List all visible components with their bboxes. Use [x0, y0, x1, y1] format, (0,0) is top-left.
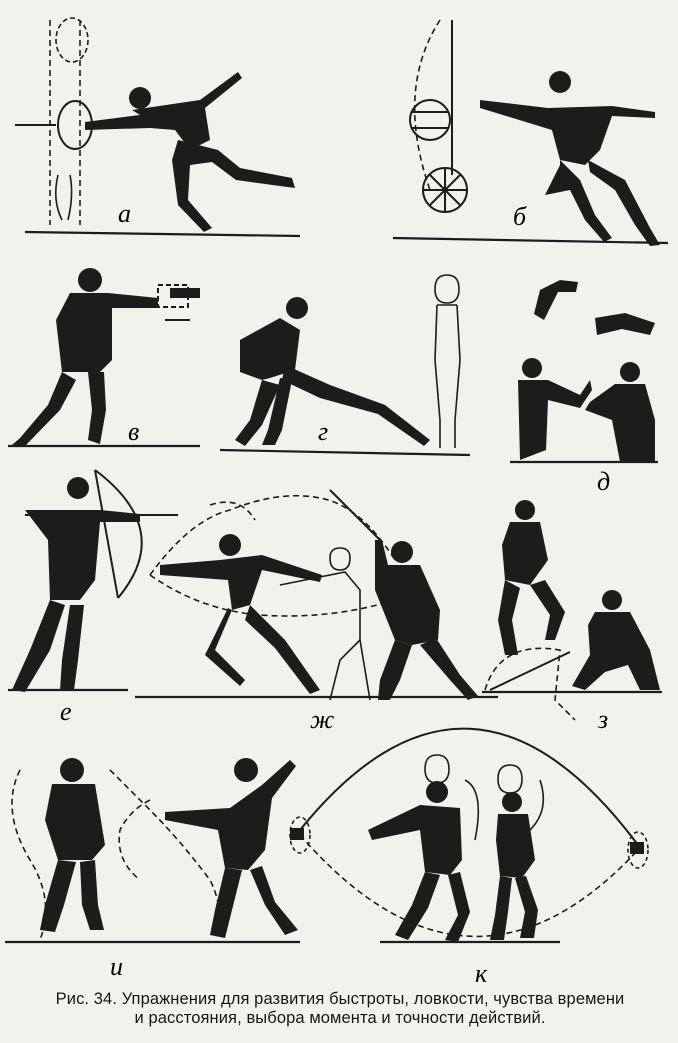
panel-label-g: г [318, 417, 328, 446]
fencers-movement-trace-icon [40, 758, 298, 938]
panel-label-i: и [110, 952, 123, 981]
exercise-figure: .sil { fill: #1c1c1c; } .ghost { fill: n… [5, 17, 669, 988]
panel-label-d: д [597, 467, 610, 496]
panel-zh [135, 489, 498, 701]
panel-v [8, 268, 200, 448]
fighter-catching-falling-partner-icon [235, 297, 430, 446]
panel-label-zh: ж [310, 705, 334, 734]
boxers-hand-drill-icon [518, 358, 655, 462]
boxer-punching-pad-icon [12, 268, 158, 445]
panel-d [510, 280, 658, 464]
jumper-over-swinging-stick-icon [498, 500, 660, 690]
panel-z [482, 500, 662, 721]
panel-label-e: е [60, 697, 72, 726]
panel-g [219, 274, 471, 457]
caption-line-1: Рис. 34. Упражнения для развития быстрот… [55, 990, 625, 1008]
panel-a [15, 17, 301, 238]
panel-i [5, 758, 300, 944]
panel-e [8, 469, 178, 692]
runner-with-hoop-icon [85, 72, 295, 232]
fencers-lunge-icon [160, 534, 478, 700]
figure-caption: Рис. 34. Упражнения для развития быстрот… [20, 990, 660, 1028]
panel-label-a: а [118, 199, 131, 228]
rope-jump-pair-icon [368, 781, 538, 942]
panel-b [392, 19, 669, 246]
caption-line-2: и расстояния, выбора момента и точности … [134, 1009, 546, 1027]
panel-label-k: к [475, 959, 488, 988]
runner-with-ball-pendulum-icon [480, 71, 660, 246]
panel-label-b: б [513, 202, 527, 231]
panel-label-z: з [597, 705, 608, 734]
panel-label-v: в [128, 417, 139, 446]
archer-icon [12, 477, 140, 692]
panel-k [289, 727, 649, 944]
